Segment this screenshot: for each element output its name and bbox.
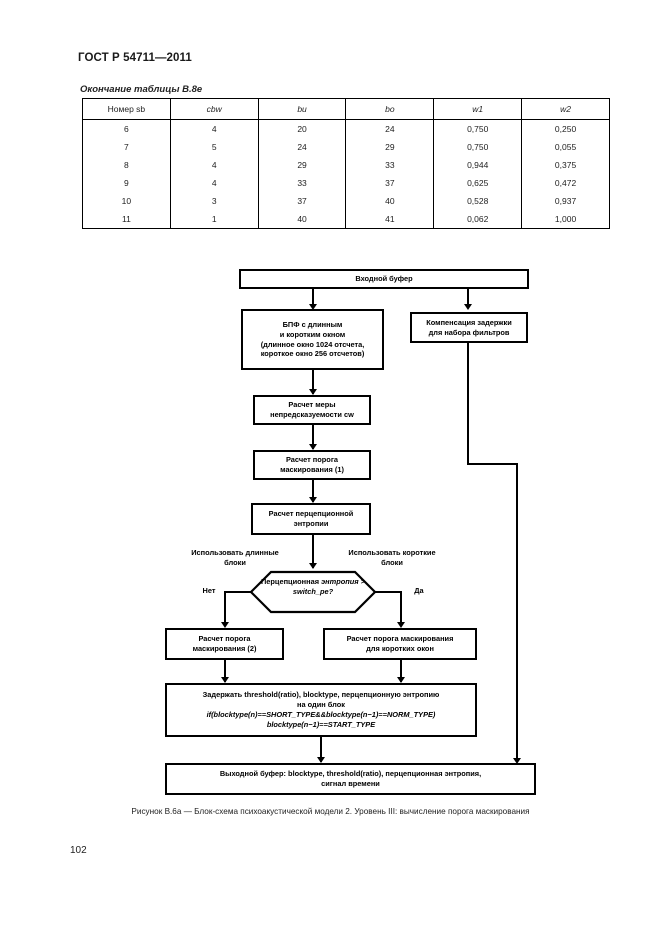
node-output-buffer: Выходной буфер: blocktype, threshold(rat… [165, 763, 536, 795]
node-masking-threshold-2: Расчет порога маскирования (2) [165, 628, 284, 660]
table-body: 6 4 20 24 0,750 0,250 7 5 24 29 0,750 0,… [82, 119, 610, 229]
cell: 0,250 [521, 119, 610, 138]
node-unpredictability-line2: непредсказуемости cw [270, 410, 354, 419]
column-header-w2: w2 [521, 98, 610, 120]
edge-label-use-short-blocks-line2: короткие блоки [381, 548, 436, 567]
node-fft: БПФ с длинным и коротким окном (длинное … [241, 309, 384, 370]
table-row: 6 4 20 24 0,750 0,250 [82, 119, 610, 138]
connector-mt2-to-delayblock [224, 660, 227, 682]
table-row: 7 5 24 29 0,750 0,055 [82, 138, 610, 156]
connector-delaycomp-down [467, 343, 470, 465]
node-masking-threshold-1: Расчет порога маскирования (1) [253, 450, 371, 480]
page-title: ГОСТ Р 54711—2011 [78, 52, 192, 64]
figure-caption: Рисунок В.6а — Блок-схема психоакустичес… [131, 807, 530, 816]
connector-fft-to-cw [312, 370, 315, 394]
node-decision-label: Перцепционная энтропия > switch_pe? [249, 577, 377, 596]
connector-input-to-delaycomp [467, 289, 470, 308]
node-decision-line2: энтропия > switch_pe? [292, 577, 365, 596]
arrow-mt2-to-delayblock [221, 677, 229, 683]
cell: 0,937 [521, 192, 610, 210]
connector-decision-no-v [224, 591, 227, 626]
page-number: 102 [70, 845, 87, 856]
connector-decision-yes-h [375, 591, 402, 594]
arrow-decision-yes [397, 622, 405, 628]
connector-decision-no-h [224, 591, 251, 594]
edge-label-yes-text: Да [414, 586, 424, 595]
edge-label-use-short-blocks-line1: Использовать [348, 548, 401, 557]
connector-delayblock-to-output [320, 737, 323, 762]
node-input-buffer: Входной буфер [239, 269, 529, 289]
arrow-mtshort-to-delayblock [397, 677, 405, 683]
node-masking-threshold-1-line1: Расчет порога [285, 455, 339, 465]
arrow-delayblock-to-output [317, 757, 325, 763]
cell: 0,472 [521, 174, 610, 192]
cell: 0,055 [521, 138, 610, 156]
edge-label-use-long-blocks: Использовать длинные блоки [180, 548, 290, 567]
node-fft-line4: короткое окно 256 отсчетов) [260, 349, 365, 359]
node-delay-block-line2: на один блок [297, 700, 345, 710]
node-output-buffer-line1: Выходной буфер: blocktype, threshold(rat… [219, 769, 482, 779]
node-input-buffer-label: Входной буфер [355, 274, 413, 284]
node-fft-line2: и коротким окном [279, 329, 346, 339]
node-masking-threshold-2-line1: Расчет порога [198, 634, 251, 644]
arrow-mt1-to-pe [309, 497, 317, 503]
table-caption: Окончание таблицы В.8е [80, 84, 203, 95]
connector-delaycomp-right-down [516, 463, 519, 762]
edge-label-no: Нет [194, 586, 224, 596]
decision-shape [249, 570, 377, 614]
connector-delaycomp-jog [467, 463, 518, 466]
node-delay-compensation-line2: для набора фильтров [428, 327, 510, 337]
edge-label-yes: Да [404, 586, 434, 596]
connector-input-to-fft [312, 289, 315, 308]
node-output-buffer-line2: сигнал времени [321, 779, 380, 788]
cell: 0,375 [521, 156, 610, 174]
node-perceptual-entropy-line2: энтропии [293, 519, 329, 528]
connector-cw-to-mt1 [312, 425, 315, 449]
edge-label-no-text: Нет [202, 586, 216, 595]
node-decision [249, 570, 377, 614]
arrow-input-to-fft [309, 304, 317, 310]
data-table: Номер sb cbw bu bo w1 w2 6 4 20 24 0,750… [82, 98, 610, 229]
arrow-input-to-delaycomp [464, 304, 472, 310]
node-delay-block-line4: blocktype(n−1)==START_TYPE [266, 719, 376, 729]
node-decision-line1: Перцепционная [261, 577, 320, 586]
table-row: 11 1 40 41 0,062 1,000 [82, 210, 610, 229]
table-header-row: Номер sb cbw bu bo w1 w2 [82, 98, 610, 120]
table-row: 10 3 37 40 0,528 0,937 [82, 192, 610, 210]
cell: 1,000 [521, 210, 610, 229]
node-unpredictability: Расчет меры непредсказуемости cw [253, 395, 371, 425]
arrow-fft-to-cw [309, 389, 317, 395]
table-head: Номер sb cbw bu bo w1 w2 [82, 98, 610, 120]
arrow-decision-no [221, 622, 229, 628]
node-masking-threshold-short: Расчет порога маскирования для коротких … [323, 628, 477, 660]
node-perceptual-entropy-line1: Расчет перцепционной [268, 509, 354, 519]
node-masking-threshold-short-line1: Расчет порога маскирования [346, 634, 454, 644]
table-row: 8 4 29 33 0,944 0,375 [82, 156, 610, 174]
node-fft-line1: БПФ с длинным [282, 319, 343, 329]
edge-label-use-short-blocks: Использовать короткие блоки [337, 548, 447, 567]
arrow-delaycomp-to-output [513, 758, 521, 764]
node-masking-threshold-2-line2: маскирования (2) [192, 644, 257, 653]
node-delay-block-line3: if(blocktype(n)==SHORT_TYPE&&blocktype(n… [206, 710, 436, 719]
connector-mt1-to-pe [312, 480, 315, 502]
connector-mtshort-to-delayblock [400, 660, 403, 682]
node-fft-line3: (длинное окно 1024 отсчета, [260, 339, 365, 349]
node-masking-threshold-1-line2: маскирования (1) [280, 465, 344, 474]
data-table-wrapper: Номер sb cbw bu bo w1 w2 6 4 20 24 0,750… [82, 98, 610, 229]
arrow-cw-to-mt1 [309, 444, 317, 450]
node-delay-compensation-line1: Компенсация задержки [426, 317, 512, 327]
connector-decision-yes-v [400, 591, 403, 626]
node-masking-threshold-short-line2: для коротких окон [366, 644, 434, 653]
node-unpredictability-line1: Расчет меры [288, 400, 336, 410]
node-perceptual-entropy: Расчет перцепционной энтропии [251, 503, 371, 535]
edge-label-use-long-blocks-line1: Использовать [191, 548, 244, 557]
node-delay-compensation: Компенсация задержки для набора фильтров [410, 312, 528, 343]
edge-label-use-long-blocks-line2: длинные блоки [224, 548, 279, 567]
arrow-pe-to-decision [309, 563, 317, 569]
connector-pe-to-decision [312, 535, 315, 568]
node-delay-block: Задержать threshold(ratio), blocktype, п… [165, 683, 477, 737]
node-delay-block-line1: Задержать threshold(ratio), blocktype, п… [202, 690, 440, 700]
table-row: 9 4 33 37 0,625 0,472 [82, 174, 610, 192]
